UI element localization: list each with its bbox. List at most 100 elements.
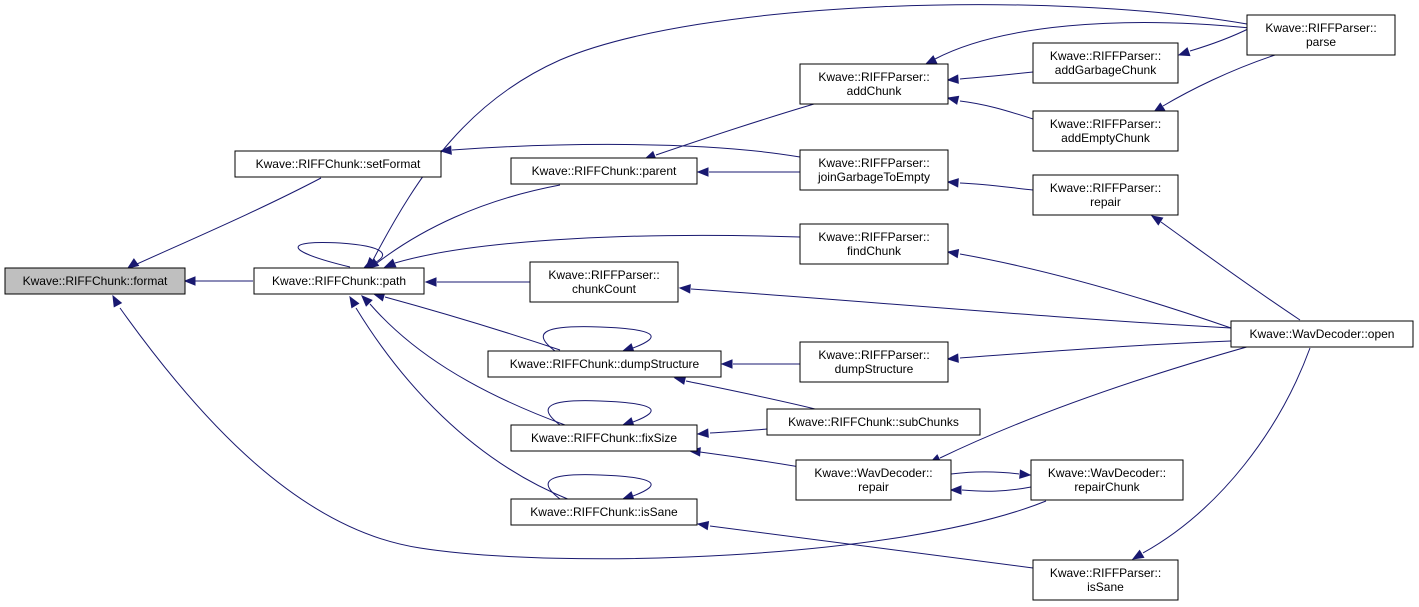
edge-arrowhead — [924, 55, 938, 65]
edge-arrowhead — [1019, 469, 1032, 479]
node-box — [1032, 42, 1179, 84]
node-label: Kwave::RIFFParser:: — [818, 70, 929, 84]
edge-setFormat-to-format — [126, 177, 322, 269]
node-repairChunk[interactable]: Kwave::WavDecoder::repairChunk — [1030, 459, 1184, 501]
node-open[interactable]: Kwave::WavDecoder::open — [1230, 320, 1414, 348]
edge-line — [959, 253, 1232, 329]
edge-arrowhead — [361, 295, 373, 307]
node-parent[interactable]: Kwave::RIFFChunk::parent — [510, 157, 698, 185]
edge-line — [961, 486, 1032, 492]
node-label: Kwave::RIFFParser:: — [1050, 49, 1161, 63]
edge-open-to-parserIsSane — [1131, 347, 1311, 560]
edge-line — [934, 22, 1251, 60]
edge-line — [369, 303, 566, 426]
edge-addChunk-to-parent — [643, 103, 815, 160]
edge-isSaneChunk-to-path — [349, 295, 571, 501]
node-label: dumpStructure — [835, 362, 914, 376]
node-label: parse — [1306, 35, 1336, 49]
node-subChunks[interactable]: Kwave::RIFFChunk::subChunks — [766, 408, 981, 436]
edge-line — [1160, 221, 1301, 321]
node-dumpStructureChunk[interactable]: Kwave::RIFFChunk::dumpStructure — [487, 350, 722, 378]
edge-open-to-parserRepair — [1150, 215, 1301, 321]
node-findChunk[interactable]: Kwave::RIFFParser::findChunk — [799, 223, 949, 265]
node-label: Kwave::WavDecoder::open — [1250, 327, 1395, 341]
edge-line — [119, 307, 1047, 560]
edge-line — [959, 182, 1034, 191]
node-label: Kwave::RIFFParser:: — [818, 156, 929, 170]
node-format[interactable]: Kwave::RIFFChunk::format — [4, 267, 186, 295]
edge-arrowhead — [112, 294, 123, 308]
edge-line — [699, 451, 801, 468]
node-label: Kwave::WavDecoder:: — [814, 466, 932, 480]
edge-line — [959, 340, 1232, 359]
edge-arrowhead — [424, 277, 437, 287]
node-box — [799, 63, 949, 105]
nodes-layer: Kwave::RIFFChunk::formatKwave::RIFFChunk… — [4, 14, 1414, 601]
edge-arrowhead — [126, 258, 140, 269]
node-joinGarbage[interactable]: Kwave::RIFFParser::joinGarbageToEmpty — [799, 149, 949, 191]
edge-line — [394, 234, 801, 264]
edge-line — [297, 242, 384, 268]
edge-parserIsSane-to-isSaneChunk — [696, 520, 1034, 569]
node-label: repair — [858, 480, 889, 494]
node-label: Kwave::RIFFChunk::subChunks — [788, 415, 959, 429]
edge-arrowhead — [621, 491, 635, 501]
edge-arrowhead — [1131, 549, 1145, 560]
edge-line — [939, 334, 1291, 459]
node-wavRepair[interactable]: Kwave::WavDecoder::repair — [795, 459, 952, 501]
node-addChunk[interactable]: Kwave::RIFFParser::addChunk — [799, 63, 949, 105]
node-label: Kwave::RIFFParser:: — [548, 268, 659, 282]
node-setFormat[interactable]: Kwave::RIFFChunk::setFormat — [234, 150, 442, 178]
node-label: repair — [1090, 195, 1121, 209]
node-parserIsSane[interactable]: Kwave::RIFFParser::isSane — [1032, 559, 1179, 601]
edge-line — [950, 471, 1020, 475]
edge-wavRepair-to-fixSize — [688, 447, 801, 468]
edge-arrowhead — [183, 276, 196, 286]
edge-open-to-dumpStructureParser — [946, 340, 1232, 363]
edge-arrowhead — [720, 359, 733, 369]
node-label: Kwave::RIFFChunk::path — [272, 274, 406, 288]
edge-open-to-findChunk — [946, 248, 1232, 329]
edge-line — [451, 143, 801, 158]
edge-dumpStructureChunk-to-dumpStructureChunk — [542, 326, 652, 353]
node-label: findChunk — [847, 244, 902, 258]
node-box — [253, 267, 425, 295]
node-label: Kwave::RIFFParser:: — [818, 230, 929, 244]
node-chunkCount[interactable]: Kwave::RIFFParser::chunkCount — [529, 261, 679, 303]
node-parse[interactable]: Kwave::RIFFParser::parse — [1246, 14, 1396, 56]
edge-wavRepair-to-repairChunk — [950, 469, 1032, 479]
edge-parent-to-path — [366, 184, 561, 269]
node-box — [234, 150, 442, 178]
edge-chunkCount-to-path — [424, 277, 530, 287]
edge-arrowhead — [946, 74, 959, 84]
node-label: Kwave::RIFFParser:: — [1050, 566, 1161, 580]
node-label: Kwave::RIFFParser:: — [1050, 117, 1161, 131]
node-path[interactable]: Kwave::RIFFChunk::path — [253, 267, 425, 295]
edge-line — [136, 177, 322, 265]
edge-line — [384, 296, 561, 351]
node-box — [510, 157, 698, 185]
node-isSaneChunk[interactable]: Kwave::RIFFChunk::isSane — [510, 498, 698, 526]
edge-arrowhead — [678, 284, 691, 294]
node-label: Kwave::RIFFParser:: — [1050, 181, 1161, 195]
node-parserRepair[interactable]: Kwave::RIFFParser::repair — [1032, 174, 1179, 216]
edge-arrowhead — [696, 520, 710, 531]
edge-arrowhead — [349, 295, 360, 309]
edge-line — [709, 525, 1034, 569]
edge-isSaneChunk-to-isSaneChunk — [547, 474, 652, 501]
edge-fixSize-to-path — [361, 295, 566, 426]
edge-open-to-wavRepair — [928, 334, 1291, 464]
edge-line — [655, 103, 815, 156]
edge-line — [376, 184, 561, 264]
node-box — [510, 498, 698, 526]
node-box — [799, 223, 949, 265]
node-dumpStructureParser[interactable]: Kwave::RIFFParser::dumpStructure — [799, 341, 949, 383]
node-addEmpty[interactable]: Kwave::RIFFParser::addEmptyChunk — [1032, 110, 1179, 152]
edge-findChunk-to-path — [383, 234, 801, 268]
edge-repairChunk-to-format — [112, 294, 1047, 560]
edge-line — [1162, 54, 1276, 107]
node-addGarbage[interactable]: Kwave::RIFFParser::addGarbageChunk — [1032, 42, 1179, 84]
node-label: addEmptyChunk — [1061, 131, 1151, 145]
edge-line — [959, 71, 1034, 80]
node-fixSize[interactable]: Kwave::RIFFChunk::fixSize — [510, 424, 698, 452]
